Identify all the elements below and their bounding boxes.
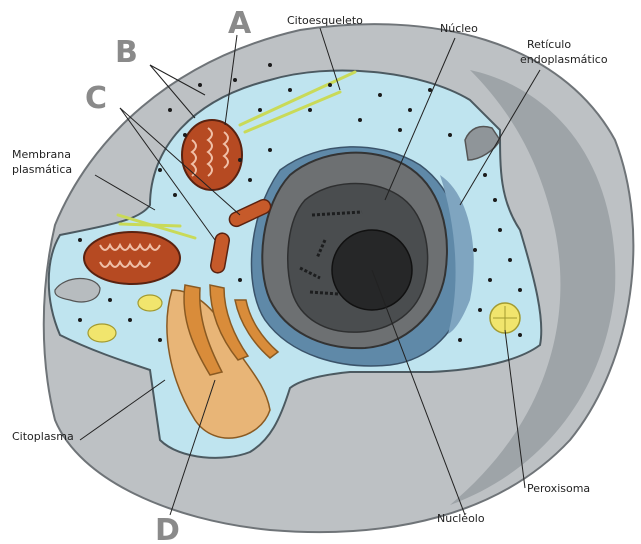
label-citoesqueleto: Citoesqueleto (287, 14, 363, 27)
label-membrana-line2: plasmática (12, 163, 72, 176)
peroxisome (490, 303, 520, 333)
vesicle-yellow-2 (88, 324, 116, 342)
label-citoplasma: Citoplasma (12, 430, 74, 443)
marker-d: D (155, 513, 180, 544)
label-membrana-line1: Membrana (12, 148, 71, 161)
mitochondrion-a (182, 120, 242, 190)
marker-c: C (85, 81, 107, 116)
label-peroxisoma: Peroxisoma (527, 482, 590, 495)
label-reticulo-line2: endoplasmático (520, 53, 608, 66)
label-reticulo-line1: Retículo (527, 38, 571, 51)
label-nucleo: Núcleo (440, 22, 478, 35)
marker-b: B (115, 35, 138, 70)
label-nucleolo: Nucléolo (437, 512, 485, 525)
mitochondrion-b (84, 232, 180, 284)
vesicle-yellow-1 (138, 295, 162, 311)
marker-a: A (228, 6, 252, 41)
